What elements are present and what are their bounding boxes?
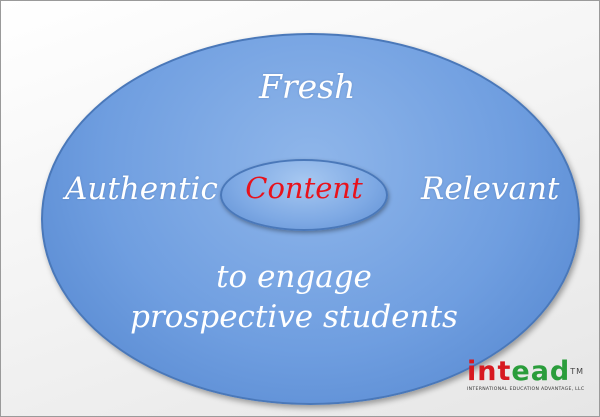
logo-trademark: TM xyxy=(570,367,585,376)
intead-logo: inteadTM INTERNATIONAL EDUCATION ADVANTA… xyxy=(463,357,591,397)
tagline-line-2: prospective students xyxy=(130,299,458,335)
tagline: to engage prospective students xyxy=(129,257,459,337)
logo-part-int: int xyxy=(467,356,512,387)
label-authentic: Authentic xyxy=(65,171,218,207)
label-fresh: Fresh xyxy=(259,67,356,106)
inner-ellipse xyxy=(220,159,388,231)
logo-wordmark: inteadTM xyxy=(467,357,584,387)
logo-subtitle: INTERNATIONAL EDUCATION ADVANTAGE, LLC xyxy=(467,387,585,392)
center-label-content: Content xyxy=(245,171,363,205)
tagline-line-1: to engage xyxy=(216,259,372,295)
logo-part-ead: ead xyxy=(511,356,571,387)
label-relevant: Relevant xyxy=(421,171,560,207)
